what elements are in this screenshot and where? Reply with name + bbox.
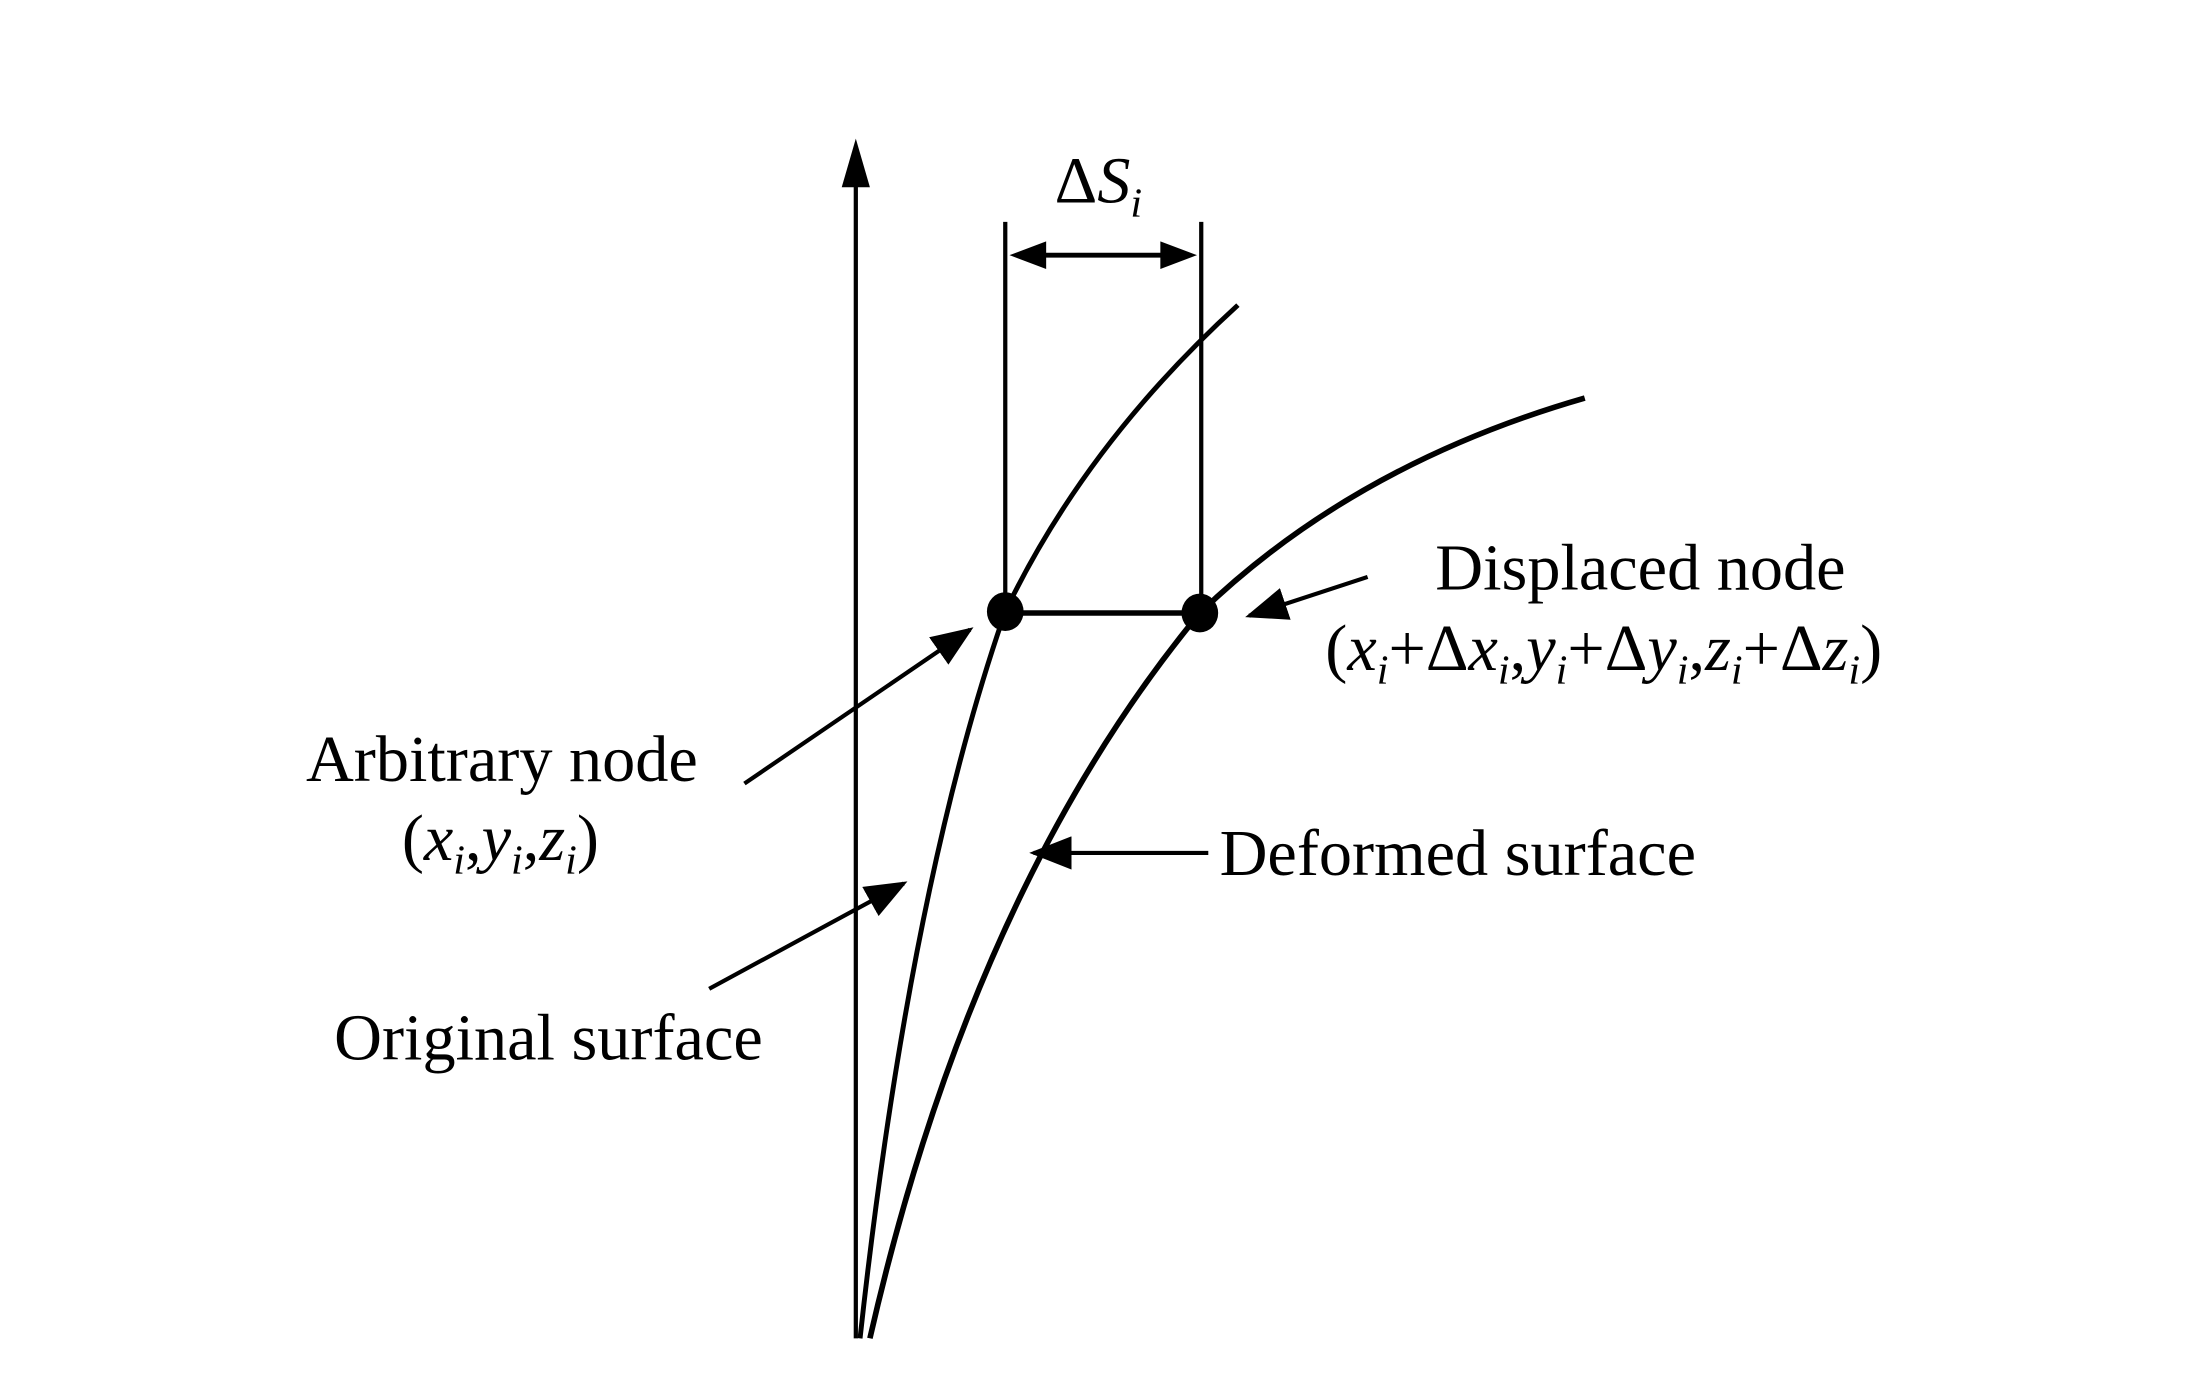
formula-segment: ( (1325, 612, 1347, 684)
delta-s-label: ΔSi (1055, 145, 1142, 226)
subscript: i (1848, 648, 1860, 694)
subscript: i (565, 838, 577, 884)
dimension-arrowhead-left-icon (1009, 241, 1047, 270)
dimension-arrowhead-right-icon (1160, 241, 1198, 270)
subscript: i (1130, 181, 1142, 227)
formula-segment: y (1641, 612, 1677, 684)
formula-segment: y (476, 802, 512, 874)
formula-segment: , (1689, 612, 1706, 684)
displaced-node-title: Displaced node (1435, 532, 1845, 604)
formula-segment: z (1822, 612, 1849, 684)
arbitrary-node-dot (986, 592, 1024, 632)
formula-segment: S (1097, 145, 1130, 217)
original-surface-pointer-arrow (708, 881, 908, 991)
arbitrary-node-title: Arbitrary node (306, 723, 698, 795)
axis-arrowhead-icon (841, 138, 870, 188)
formula-segment: ) (577, 802, 599, 874)
formula-segment: z (538, 802, 565, 874)
displaced-node-dot (1181, 593, 1219, 633)
subscript: i (1731, 648, 1743, 694)
subscript: i (1377, 648, 1389, 694)
subscript: i (511, 838, 523, 884)
formula-segment: x (423, 802, 453, 874)
arbitrary-node-pointer-arrow (743, 627, 974, 786)
formula-segment: x (1346, 612, 1376, 684)
subscript: i (1498, 648, 1510, 694)
subscript: i (1677, 648, 1689, 694)
deformed-surface-label: Deformed surface (1220, 818, 1696, 890)
original-surface-curve (857, 303, 1240, 1339)
arbitrary-node-coordinates: (xi,yi,zi) (402, 802, 599, 883)
displaced-node-coordinates: (xi+Δxi,yi+Δyi,zi+Δzi) (1325, 612, 1882, 693)
formula-segment: ( (402, 802, 424, 874)
formula-segment: Δ (1055, 145, 1098, 217)
formula-segment: x (1468, 612, 1498, 684)
subscript: i (1556, 648, 1568, 694)
original-surface-label: Original surface (334, 1002, 763, 1074)
formula-segment: , (523, 802, 540, 874)
formula-segment: +Δ (1743, 612, 1823, 684)
displaced-node-pointer-arrow (1245, 574, 1369, 620)
deformed-surface-curve (867, 395, 1586, 1339)
formula-segment: y (1520, 612, 1556, 684)
formula-segment: +Δ (1567, 612, 1647, 684)
formula-segment: , (1510, 612, 1527, 684)
subscript: i (453, 838, 465, 884)
formula-segment: ) (1860, 612, 1882, 684)
formula-segment: +Δ (1389, 612, 1469, 684)
formula-segment: , (465, 802, 482, 874)
formula-segment: z (1704, 612, 1731, 684)
